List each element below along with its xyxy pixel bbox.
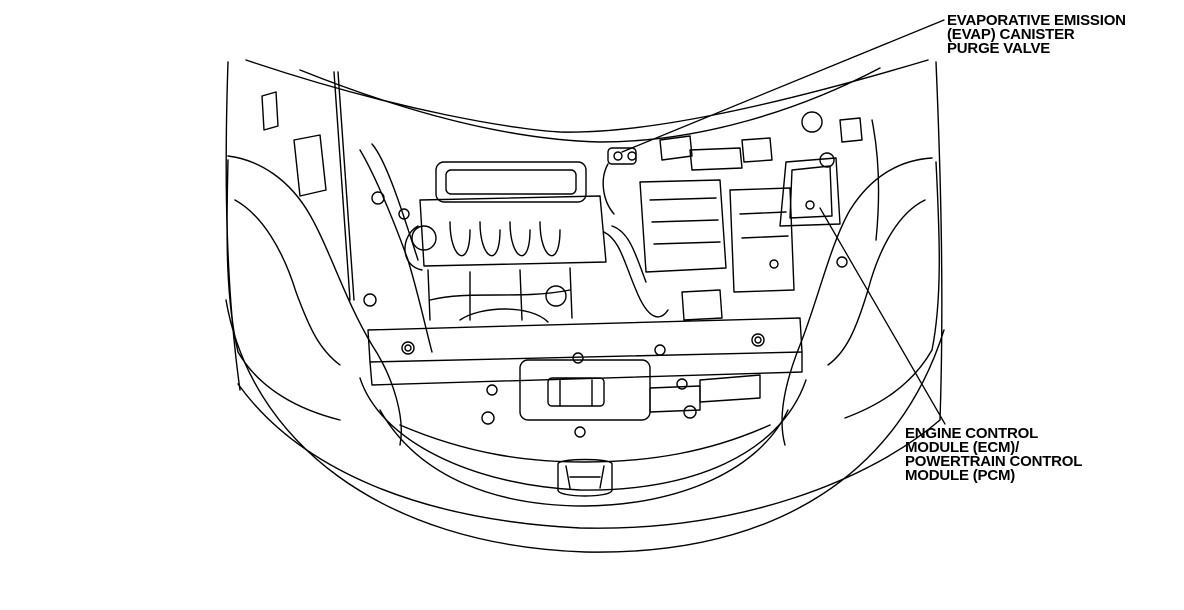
right-side-components xyxy=(659,117,880,268)
battery xyxy=(729,187,795,293)
evap-label-line-1: EVAPORATIVE EMISSION xyxy=(947,12,1126,29)
evap-purge-valve xyxy=(602,147,637,215)
honda-h-logo xyxy=(557,458,613,497)
ecm-label-line-2: MODULE (ECM)/ xyxy=(905,439,1020,456)
right-headlight xyxy=(781,157,940,446)
ecm-label-line-1: ENGINE CONTROL xyxy=(905,425,1039,442)
hood-outline xyxy=(225,59,943,421)
front-bumper xyxy=(225,299,945,553)
evap-leader-line xyxy=(621,19,945,153)
left-side-components xyxy=(261,71,433,353)
ecm-leader-line xyxy=(819,207,946,425)
evap-label-line-3: PURGE VALVE xyxy=(947,40,1051,57)
left-headlight xyxy=(226,155,402,446)
air-cleaner-housing xyxy=(603,179,727,321)
ecm-pcm-label: ENGINE CONTROL MODULE (ECM)/ POWERTRAIN … xyxy=(905,425,1083,484)
evap-label-line-2: (EVAP) CANISTER xyxy=(947,26,1075,43)
ecm-label-line-4: MODULE (PCM) xyxy=(905,467,1016,484)
ecm-pcm-unit xyxy=(779,111,841,227)
evap-purge-valve-label: EVAPORATIVE EMISSION (EVAP) CANISTER PUR… xyxy=(947,12,1126,57)
engine-block xyxy=(404,161,607,323)
ecm-label-line-3: POWERTRAIN CONTROL xyxy=(905,453,1083,470)
radiator-support xyxy=(367,317,803,438)
